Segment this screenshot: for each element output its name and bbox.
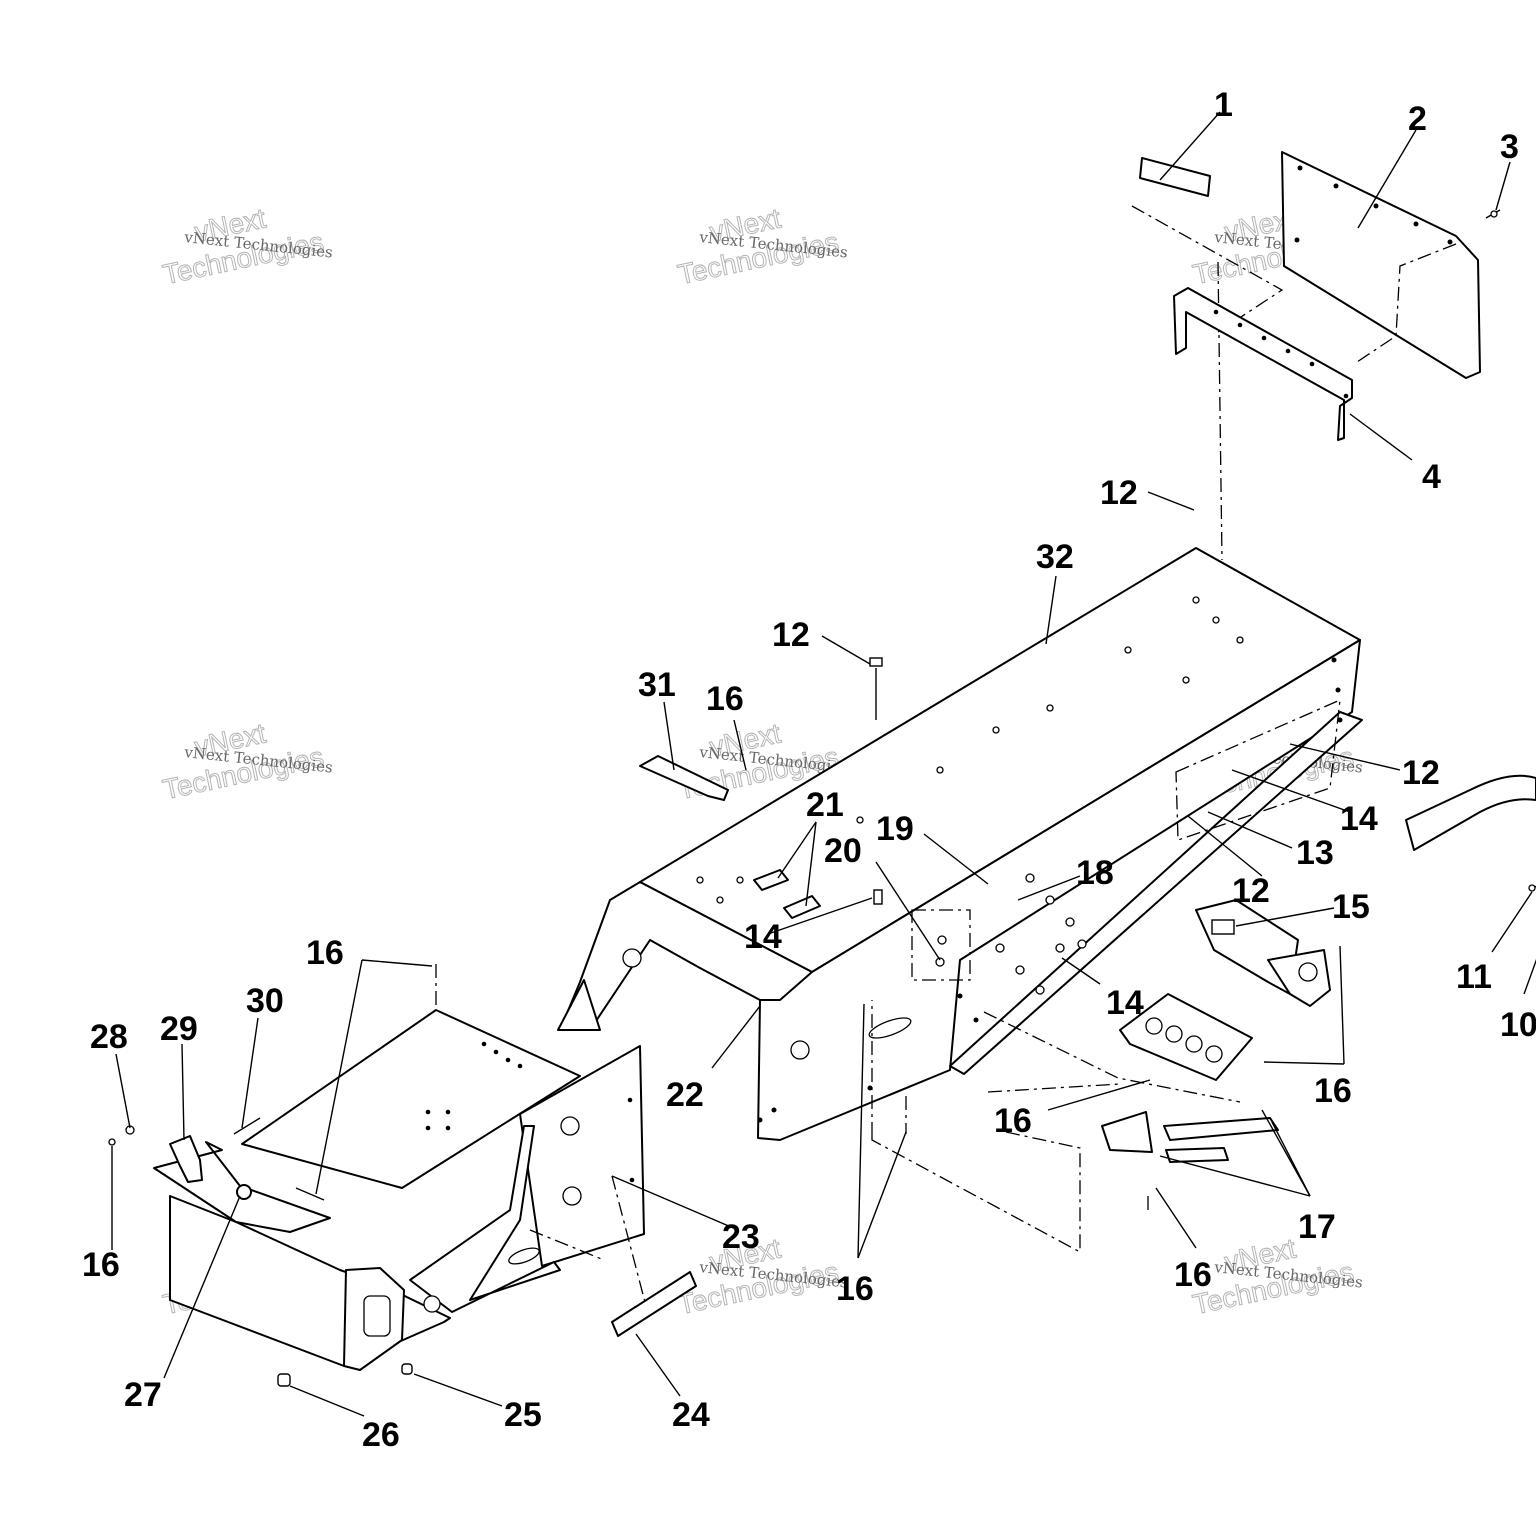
callout-2: 2 — [1408, 100, 1427, 138]
assembly-line — [1353, 243, 1457, 365]
callout-16: 16 — [706, 680, 744, 718]
frame-hole — [423, 1295, 441, 1313]
callout-19: 19 — [876, 810, 914, 848]
frame-slot — [508, 1247, 540, 1265]
chassis-hole — [790, 1040, 810, 1060]
callout-1: 1 — [1214, 86, 1233, 124]
part-16-screw — [108, 1138, 116, 1146]
frame-holes — [425, 1041, 635, 1183]
callout-30: 30 — [246, 982, 284, 1020]
callout-group: 1 2 3 4 12 32 12 31 16 21 19 20 14 18 12… — [82, 86, 1536, 1454]
plate-holes — [1145, 1017, 1223, 1063]
part-32-front-flange — [557, 979, 601, 1031]
callout-16: 16 — [306, 934, 344, 972]
callout-12: 12 — [1232, 872, 1270, 910]
part-25-plug — [401, 1363, 413, 1375]
callout-16: 16 — [1314, 1072, 1352, 1110]
callout-11: 11 — [1456, 958, 1492, 996]
callout-31: 31 — [638, 666, 676, 704]
part-10-rail — [1405, 774, 1536, 851]
callout-23: 23 — [722, 1218, 760, 1256]
callout-27: 27 — [124, 1376, 162, 1414]
part-17-pin — [1163, 1117, 1279, 1141]
chassis-hidden-panel — [911, 909, 971, 981]
part-15-block — [1211, 919, 1235, 935]
part-21-pad — [783, 895, 821, 919]
part-30-bolt — [233, 1117, 261, 1135]
callout-14: 14 — [744, 918, 782, 956]
callout-20: 20 — [824, 832, 862, 870]
part-29-bracket — [169, 1135, 203, 1183]
callout-3: 3 — [1500, 128, 1519, 166]
chassis-hole — [622, 948, 642, 968]
part-15-tube — [1267, 949, 1331, 1007]
callout-25: 25 — [504, 1396, 542, 1434]
callout-16: 16 — [82, 1246, 120, 1284]
callout-26: 26 — [362, 1416, 400, 1454]
part-27-nut — [236, 1184, 252, 1200]
frame-hole — [562, 1186, 582, 1206]
part-32-side-rail — [949, 711, 1363, 1075]
chassis-slot — [868, 1017, 912, 1039]
callout-12: 12 — [1100, 474, 1138, 512]
callout-14: 14 — [1106, 984, 1144, 1022]
callout-16: 16 — [1174, 1256, 1212, 1294]
callout-32: 32 — [1036, 538, 1074, 576]
part-11-screw-head — [1528, 884, 1536, 892]
frame-hole — [560, 1116, 580, 1136]
part-26-foot — [277, 1373, 291, 1387]
part-32-main-chassis-side — [757, 639, 1361, 1141]
part-31-plate — [639, 755, 729, 801]
callout-18: 18 — [1076, 854, 1114, 892]
callout-29: 29 — [160, 1010, 198, 1048]
part-4-holes — [1213, 309, 1349, 399]
chassis-holes — [696, 596, 1343, 1123]
part-23-side-rail — [409, 1125, 561, 1313]
callout-21: 21 — [806, 786, 844, 824]
assembly-line — [435, 964, 907, 1307]
callout-14: 14 — [1340, 800, 1378, 838]
callout-4: 4 — [1422, 458, 1441, 496]
callout-12: 12 — [1402, 754, 1440, 792]
part-1-decal — [1139, 157, 1211, 197]
callout-12: 12 — [772, 616, 810, 654]
assembly-line — [871, 1011, 1241, 1253]
leader-lines — [111, 111, 1536, 1417]
part-17-bracket — [1101, 1111, 1153, 1153]
part-23-rear-panel — [519, 1045, 645, 1267]
tube-end — [1298, 962, 1318, 982]
callout-16: 16 — [836, 1270, 874, 1308]
part-4-bracket — [1173, 287, 1353, 441]
callout-10: 10 — [1500, 1006, 1536, 1044]
callout-24: 24 — [672, 1396, 710, 1434]
chassis-hidden-panel — [1175, 698, 1341, 841]
part-3-screw-head — [1490, 210, 1498, 218]
part-24-angle-bracket — [611, 1271, 697, 1337]
callout-15: 15 — [1332, 888, 1370, 926]
part-12-screw-head — [869, 657, 883, 667]
callout-22: 22 — [666, 1076, 704, 1114]
end-plate-slot — [363, 1295, 391, 1337]
callout-28: 28 — [90, 1018, 128, 1056]
part-2-holes — [1294, 165, 1453, 245]
part-14-fastener — [873, 889, 883, 905]
callout-17: 17 — [1298, 1208, 1336, 1246]
part-2-panel — [1281, 151, 1481, 379]
callout-13: 13 — [1296, 834, 1334, 872]
part-32-main-chassis-front — [559, 881, 813, 1031]
callout-16: 16 — [994, 1102, 1032, 1140]
part-30-bolt — [295, 1187, 325, 1201]
